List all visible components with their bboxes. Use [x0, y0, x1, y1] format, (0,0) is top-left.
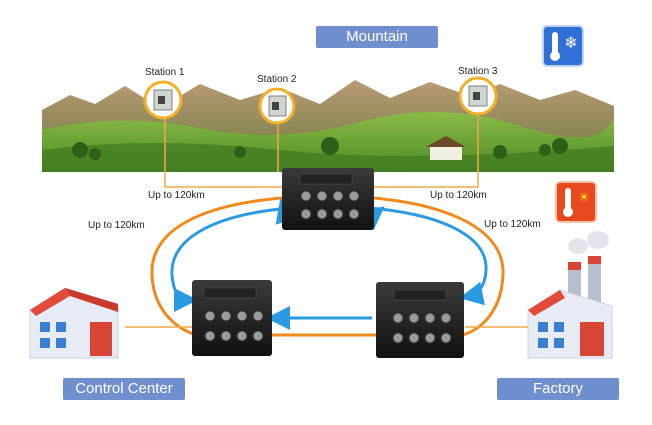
- switch-top: [282, 168, 374, 230]
- blue-ring-right: [369, 206, 488, 306]
- building-icon: [29, 287, 119, 359]
- station-1-icon: [143, 80, 183, 120]
- station-2-label: Station 2: [257, 74, 297, 85]
- station-3-icon: [458, 76, 498, 116]
- sun-thermometer-icon: ☀: [555, 181, 597, 223]
- distance-right-ring: Up to 120km: [484, 219, 541, 230]
- station-2-icon: [258, 87, 296, 125]
- switch-left: [192, 280, 272, 356]
- control-center-label: Control Center: [63, 378, 185, 400]
- distance-station-3: Up to 120km: [430, 190, 487, 201]
- switch-right: [376, 282, 464, 358]
- blue-ring: [170, 206, 291, 312]
- factory-icon: [527, 231, 613, 359]
- station-3-label: Station 3: [458, 66, 498, 77]
- station-links: [164, 110, 479, 188]
- farmhouse: [426, 136, 466, 160]
- orange-ring: [150, 196, 505, 337]
- distance-station-1: Up to 120km: [148, 190, 205, 201]
- distance-left-ring: Up to 120km: [88, 220, 145, 231]
- blue-ring-top-arrow: [179, 210, 280, 292]
- snowflake-thermometer-icon: ❄: [542, 25, 584, 67]
- factory-label: Factory: [497, 378, 619, 400]
- svg-text:☀: ☀: [578, 190, 591, 206]
- blue-arrow-top-right: [358, 206, 385, 231]
- mountain-label: Mountain: [316, 26, 438, 48]
- mountain-landscape: [42, 80, 614, 172]
- station-1-label: Station 1: [145, 67, 185, 78]
- svg-text:❄: ❄: [564, 33, 577, 52]
